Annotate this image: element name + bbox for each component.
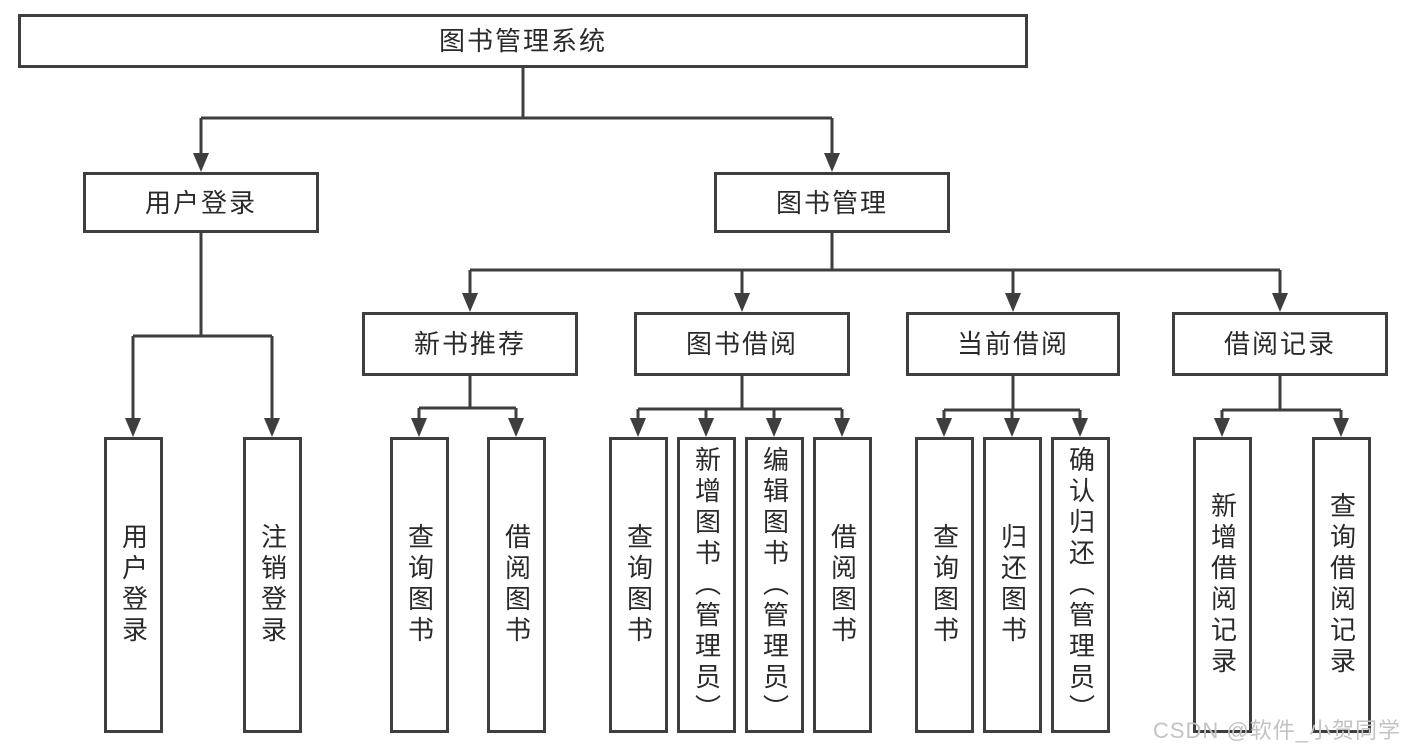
node-label: 编辑图书（管理员） (759, 445, 790, 725)
leaf-logout: 注销登录 (243, 437, 302, 733)
connector-book-management-to-level3 (462, 233, 1288, 312)
node-label: 借阅图书 (827, 523, 858, 647)
node-label: 借阅图书 (501, 523, 532, 647)
node-label: 查询图书 (623, 523, 654, 647)
node-new-book-recommend: 新书推荐 (362, 312, 578, 376)
connector-user-login-children (125, 233, 280, 437)
leaf-borrow-books-recommend: 借阅图书 (487, 437, 546, 733)
node-label: 图书借阅 (685, 329, 798, 359)
csdn-watermark: CSDN @软件_小贺同学 (1152, 718, 1401, 743)
node-label: 图书管理系统 (438, 26, 607, 56)
node-label: 新增图书（管理员） (691, 445, 722, 725)
leaf-query-borrowing-record: 查询借阅记录 (1312, 437, 1371, 733)
connector-book-borrowing-children (630, 376, 850, 437)
leaf-confirm-return-admin: 确认归还（管理员） (1051, 437, 1110, 733)
node-label: 借阅记录 (1223, 329, 1336, 359)
leaf-add-books-admin: 新增图书（管理员） (677, 437, 736, 733)
node-label: 注销登录 (257, 523, 288, 647)
node-label: 查询图书 (929, 523, 960, 647)
connector-borrowing-records-children (1214, 376, 1349, 437)
node-label: 查询图书 (404, 523, 435, 647)
node-label: 确认归还（管理员） (1065, 445, 1096, 725)
node-label: 查询借阅记录 (1326, 492, 1357, 678)
node-label: 新书推荐 (413, 329, 526, 359)
node-label: 当前借阅 (956, 329, 1069, 359)
node-label: 归还图书 (997, 523, 1028, 647)
leaf-query-books-recommend: 查询图书 (390, 437, 449, 733)
leaf-add-borrowing-record: 新增借阅记录 (1193, 437, 1252, 733)
node-label: 用户登录 (144, 187, 257, 218)
node-label: 图书管理 (775, 187, 888, 218)
node-label: 用户登录 (118, 523, 149, 647)
leaf-return-books: 归还图书 (983, 437, 1042, 733)
leaf-user-login: 用户登录 (104, 437, 163, 733)
leaf-query-books-current: 查询图书 (915, 437, 974, 733)
node-user-login: 用户登录 (83, 172, 319, 233)
leaf-query-books-borrowing: 查询图书 (609, 437, 668, 733)
leaf-borrow-books-borrowing: 借阅图书 (813, 437, 872, 733)
node-book-management: 图书管理 (714, 172, 950, 233)
leaf-edit-books-admin: 编辑图书（管理员） (745, 437, 804, 733)
connector-root-to-level2 (193, 68, 840, 172)
node-label: 新增借阅记录 (1207, 492, 1238, 678)
node-borrowing-records: 借阅记录 (1172, 312, 1388, 376)
node-book-borrowing: 图书借阅 (634, 312, 850, 376)
connector-new-book-recommend-children (411, 376, 524, 437)
connector-current-borrowing-children (936, 376, 1088, 437)
node-library-system: 图书管理系统 (18, 14, 1028, 68)
node-current-borrowing: 当前借阅 (906, 312, 1120, 376)
